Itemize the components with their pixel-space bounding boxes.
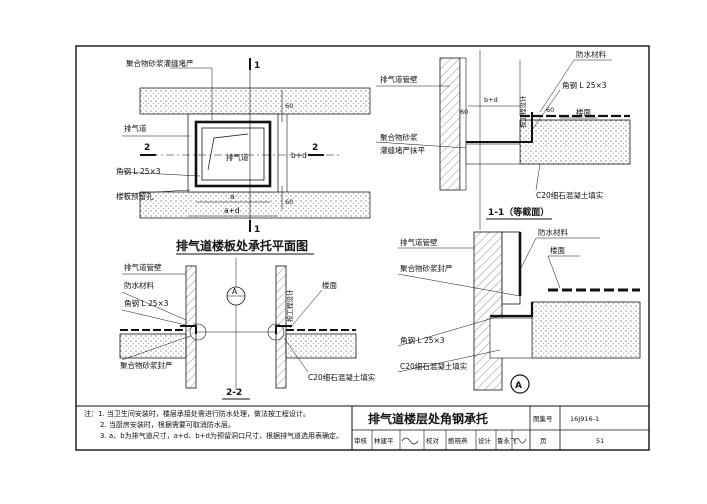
note-2: 2. 当厨房安装时，根据需要可取消防水层。	[100, 420, 235, 429]
s22-label-seal: 聚合物砂浆封严	[120, 360, 173, 370]
s11-label-grout: 聚合物砂浆	[380, 132, 418, 142]
s22-title: 2-2	[226, 388, 242, 398]
note-3: 3. a、b为排气道尺寸，a+d、b+d为预留洞口尺寸，根据排气道选用表确定。	[100, 431, 343, 440]
s11-slab	[519, 119, 631, 165]
title-review-label: 审核	[354, 436, 368, 445]
detail-a: 排气道管壁 防水材料 聚合物砂浆封严 楼面 角钢 L 25×3 C20细石混凝土…	[397, 227, 641, 394]
title-atlas-no: 16J916-1	[570, 415, 599, 423]
dA-mark-text: A	[515, 381, 522, 391]
plan-slab-bottom	[139, 191, 371, 219]
s11-label-grout2: 灌缝堵严抹平	[380, 145, 425, 155]
dA-label-floor: 楼面	[550, 245, 565, 255]
section-2-2: 排气道管壁 防水材料 角钢 L 25×3 聚合物砂浆封严 楼面 C20细石混凝土…	[119, 258, 376, 400]
plan-dim-a-d: a+d	[224, 206, 240, 215]
plan-section-mark-top: 1	[254, 61, 260, 71]
title-main: 排气道楼层处角钢承托	[368, 411, 488, 426]
plan-section-mark-right: 2	[312, 143, 318, 153]
plan-view: 聚合物砂浆灌缝堵严 排气道 角钢 L 25×3 楼板预留孔 排气道 a a+d …	[116, 58, 371, 255]
dA-label-concrete: C20细石混凝土填实	[400, 361, 468, 371]
s22-label-angle: 角钢 L 25×3	[124, 298, 169, 308]
title-page-label: 页	[540, 437, 547, 445]
s11-label-concrete: C20细石混凝土填实	[536, 190, 604, 200]
s11-label-waterproof: 防水材料	[576, 49, 606, 59]
plan-label-hole: 楼板预留孔	[116, 191, 154, 201]
plan-section-mark-left: 2	[144, 143, 150, 153]
dA-label-pipe-wall: 排气道管壁	[400, 237, 438, 247]
plan-label-angle: 角钢 L 25×3	[116, 166, 161, 176]
title-check-label: 校对	[426, 436, 440, 445]
s11-dim-bd: b+d	[484, 96, 498, 104]
dA-label-waterproof: 防水材料	[538, 227, 568, 237]
dA-label-angle: 角钢 L 25×3	[400, 335, 445, 345]
plan-label-duct: 排气道	[124, 123, 147, 133]
s22-label-floor: 楼面	[322, 280, 337, 290]
s22-detail-ref-text: A	[232, 287, 238, 296]
title-atlas-label: 图集号	[533, 414, 553, 423]
s11-label-angle: 角钢 L 25×3	[562, 80, 607, 90]
section-1-1: 排气道管壁 防水材料 角钢 L 25×3 楼面 聚合物砂浆 灌缝堵严抹平 C20…	[375, 49, 631, 230]
dA-wall	[473, 231, 503, 391]
note-1: 注：1. 当卫生间安装时，楼层承接处需进行防水处理，做法按工程设计。	[84, 409, 310, 418]
plan-dim-b-d: b+d	[291, 151, 307, 160]
title-page-no: 51	[596, 437, 604, 445]
dA-slab	[531, 301, 641, 359]
s11-duct-wall	[439, 57, 461, 191]
plan-dim-60-bottom: 60	[285, 198, 293, 206]
s11-dim-60-a: 60	[460, 108, 468, 116]
plan-dim-60-top: 60	[285, 102, 293, 110]
title-review-name: 林建平	[374, 436, 394, 445]
plan-title: 排气道楼板处承托平面图	[176, 238, 308, 253]
plan-duct-sketch	[207, 133, 249, 171]
plan-label-grout: 聚合物砂浆灌缝堵严	[126, 58, 194, 68]
plan-label-duct-inner: 排气道	[226, 152, 249, 162]
plan-slab-top	[139, 87, 371, 115]
plan-duct-inner	[201, 127, 265, 181]
s22-label-eng-design: 按工程设计	[285, 289, 294, 322]
s22-label-waterproof: 防水材料	[124, 280, 154, 290]
signature-design	[513, 438, 527, 444]
title-design-name: 鲁永飞	[497, 436, 517, 445]
dA-label-seal: 聚合物砂浆封严	[400, 263, 453, 273]
s11-label-floor: 楼面	[576, 107, 591, 117]
s11-label-pipe-wall: 排气道管壁	[380, 74, 418, 84]
plan-duct	[194, 120, 272, 188]
signature-review	[401, 437, 419, 445]
s22-slab-left	[119, 333, 187, 359]
s22-label-concrete: C20细石混凝土填实	[308, 372, 376, 382]
title-check-name: 鲍晓燕	[448, 436, 468, 445]
title-design-label: 设计	[478, 436, 492, 445]
dA-angle	[490, 302, 534, 318]
s22-slab-right	[285, 333, 357, 359]
plan-section-mark-bottom: 1	[254, 225, 260, 235]
s11-dim-60-b: 60	[546, 106, 554, 114]
s22-label-pipe-wall: 排气道管壁	[124, 262, 162, 272]
s11-label-eng-design: 按工程设计	[518, 95, 527, 128]
s11-title: 1-1（等截面）	[488, 206, 549, 218]
title-block: 排气道楼层处角钢承托 图集号 16J916-1 页 51 审核 林建平 校对 鲍…	[351, 405, 650, 451]
dA-mark	[510, 374, 530, 394]
plan-dim-a: a	[230, 192, 235, 201]
